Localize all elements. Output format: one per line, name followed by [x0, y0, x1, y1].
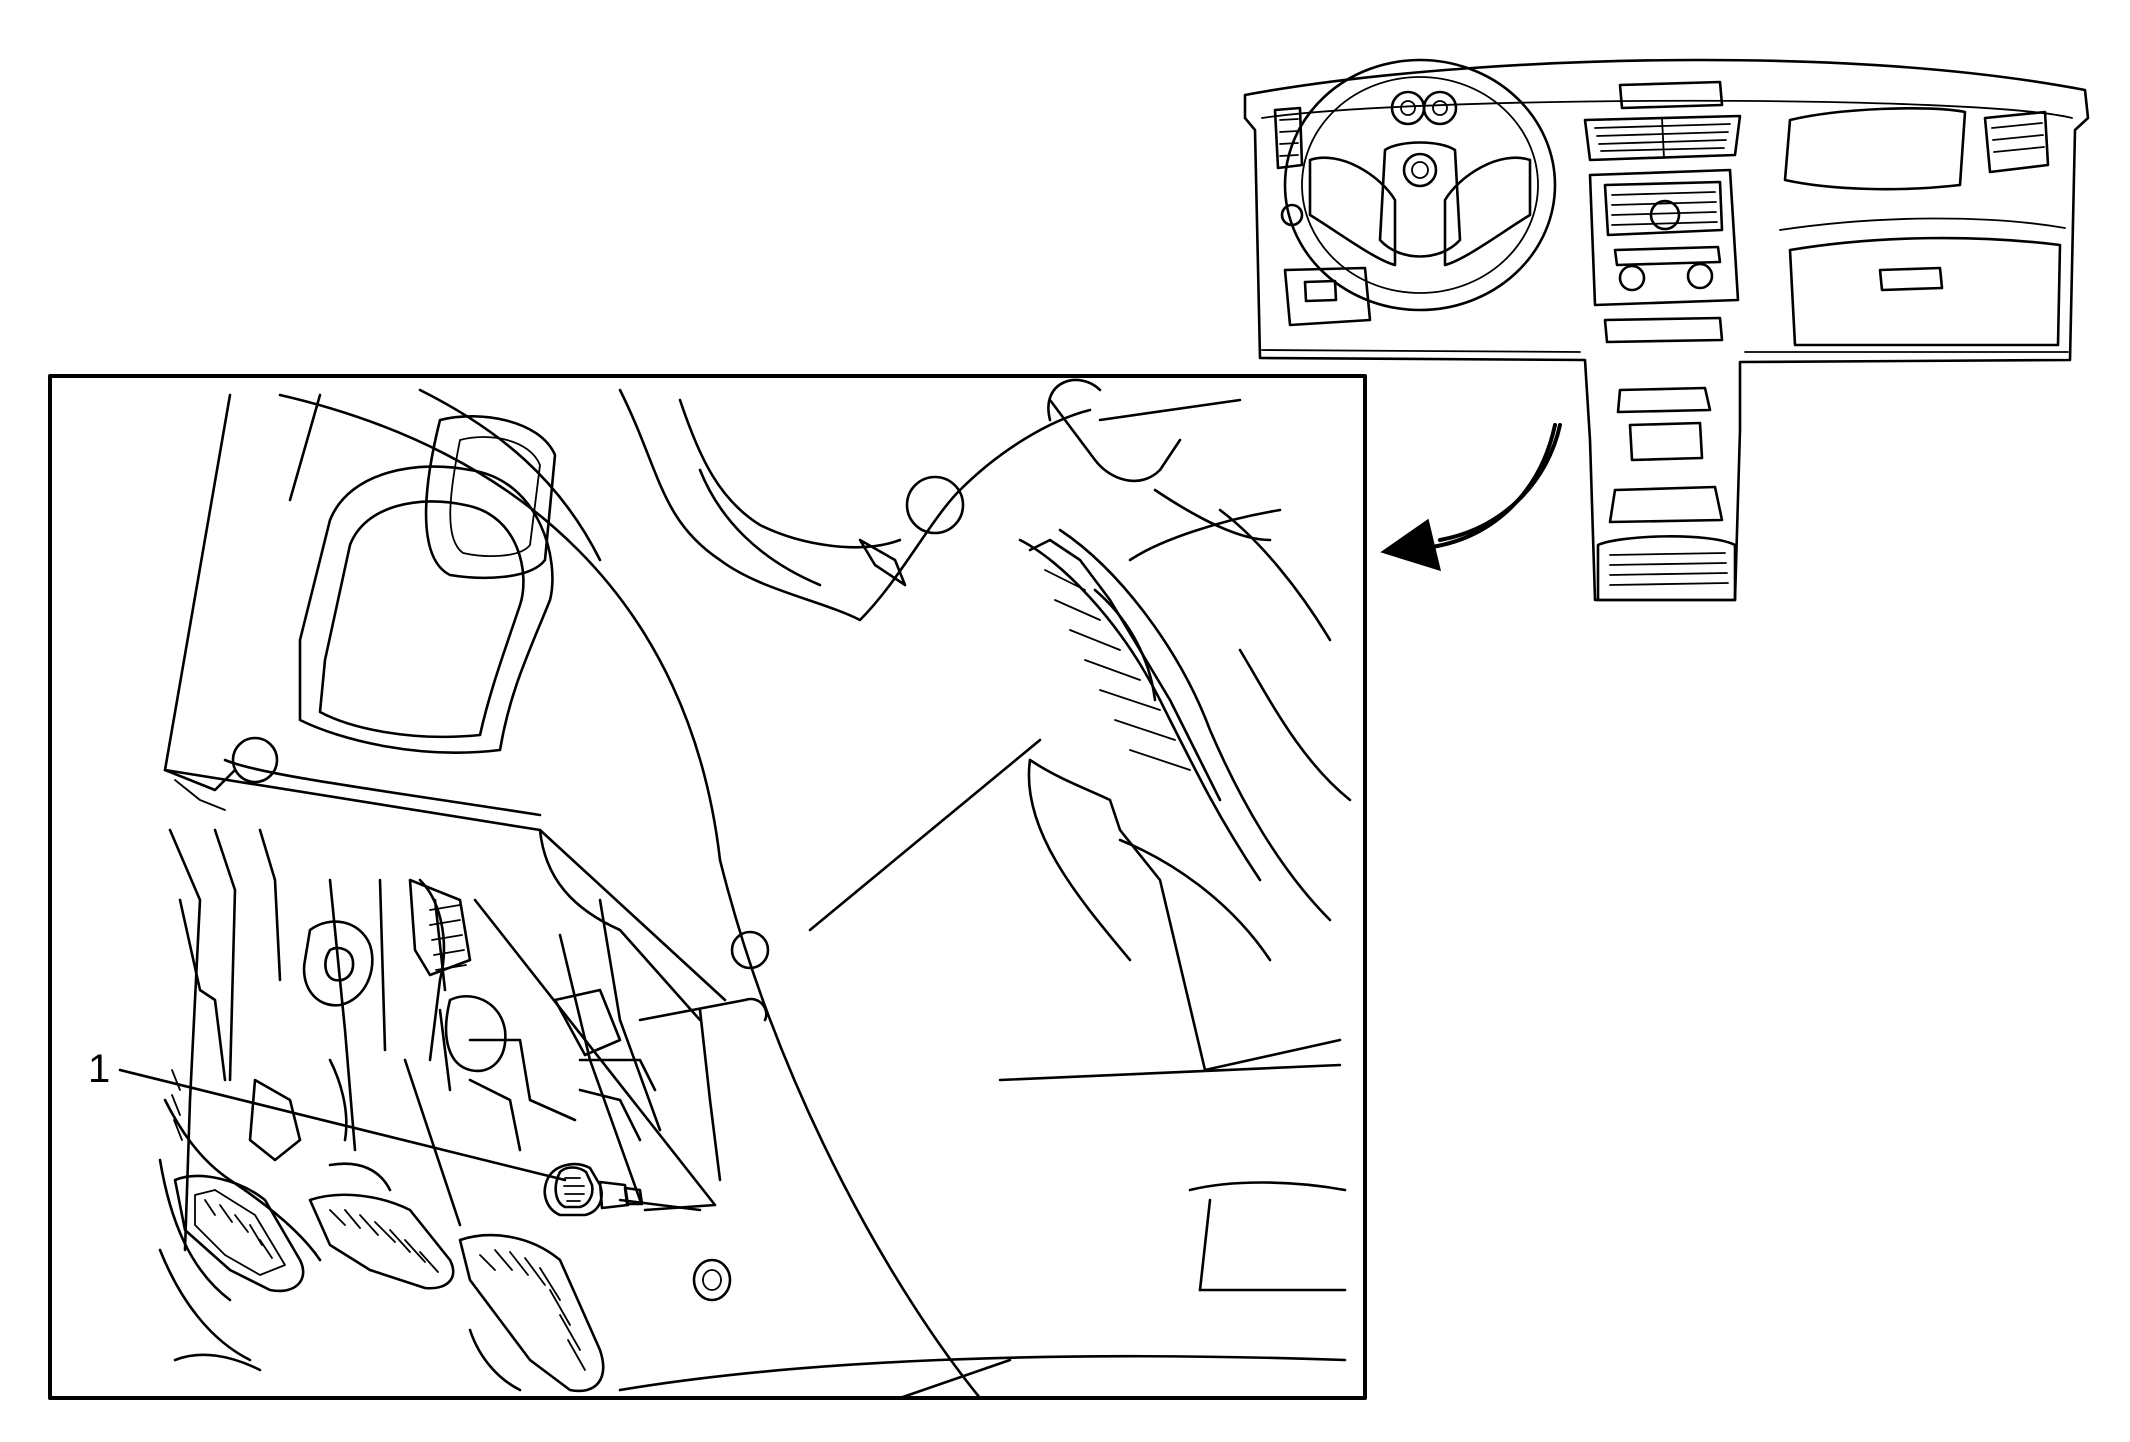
view-direction-arrow [1380, 423, 1562, 572]
detail-view-drawing [158, 378, 1352, 1396]
instrument-panel-overview [1243, 58, 2090, 602]
callout-1-component [543, 1162, 644, 1217]
callout-1-label: 1 [88, 1047, 110, 1091]
detail-view-frame [48, 374, 1367, 1400]
callout-1-leader [118, 1068, 567, 1182]
